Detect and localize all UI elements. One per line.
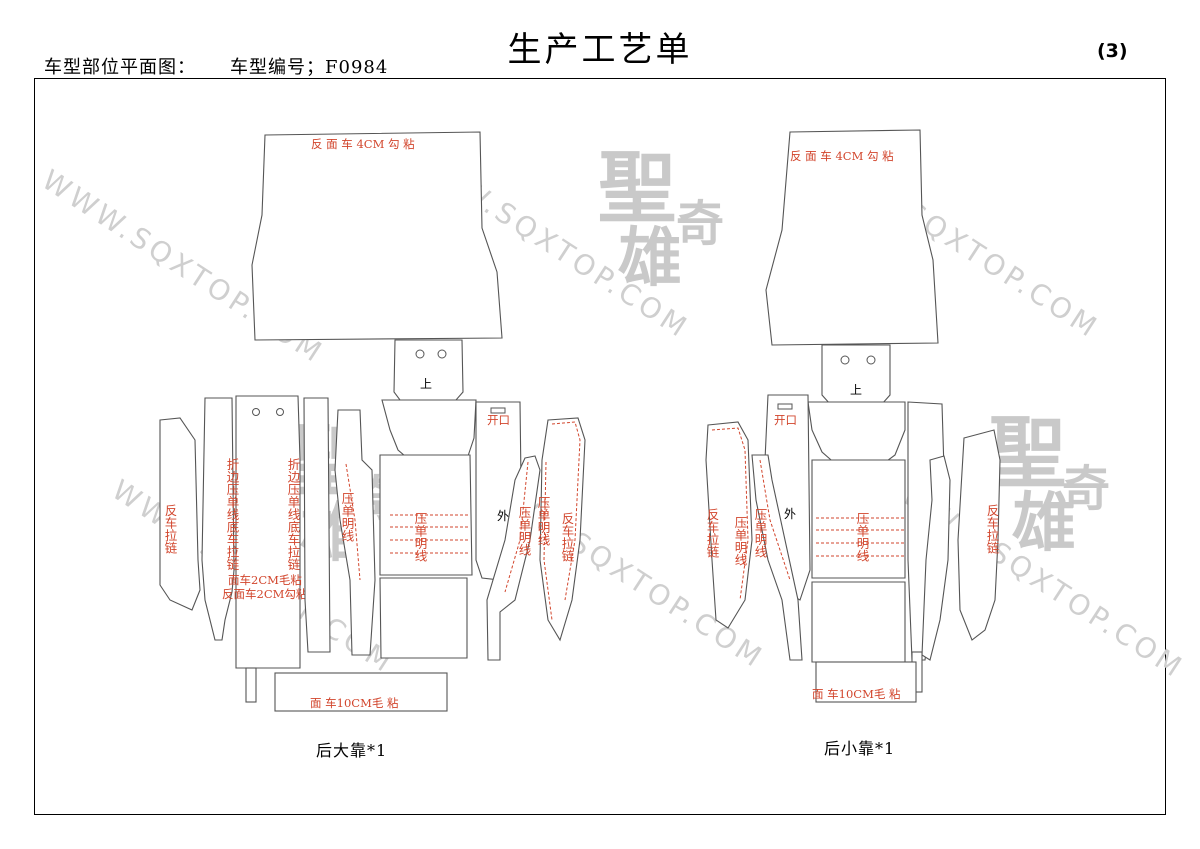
left-pattern: 反 面 车 4CM 勾 粘 上 压单明线 开口 外 压单明线 压单明线 反车拉链… xyxy=(159,131,586,712)
watermark-char: 雄 xyxy=(618,221,682,296)
stitch-line xyxy=(345,463,361,581)
strip-label-a: 面车2CM毛粘 xyxy=(228,573,302,587)
marker-out: 外 xyxy=(784,507,796,521)
top-panel xyxy=(765,129,939,346)
side-zipper-panel xyxy=(159,417,201,611)
opening-marker xyxy=(777,403,793,410)
center-lower-panel xyxy=(811,581,906,663)
right-pattern-caption: 后小靠*1 xyxy=(824,739,896,758)
page-title: 生产工艺单 xyxy=(507,30,693,70)
opening-label: 开口 xyxy=(774,413,797,427)
center-body-panel xyxy=(811,459,906,579)
press-strip xyxy=(334,409,376,656)
watermark-char: 聖 xyxy=(598,143,676,234)
left-pattern-caption: 后大靠*1 xyxy=(316,741,388,760)
section-label: 车型部位平面图： xyxy=(44,57,196,78)
press-label-center: 压单明线 xyxy=(855,512,870,562)
watermark-char: 雄 xyxy=(1012,486,1076,561)
bottom-strip-label: 面 车10CM毛 粘 xyxy=(812,687,901,701)
curved-strip xyxy=(486,455,541,661)
side-label-left: 反车拉链 xyxy=(163,504,178,555)
side-label-right: 反车拉链 xyxy=(985,504,1000,555)
hole-marker xyxy=(415,349,425,359)
opening-marker xyxy=(490,407,506,414)
center-upper-panel xyxy=(381,399,477,463)
curved-side-strip xyxy=(705,421,753,629)
bottom-strip xyxy=(815,661,917,703)
bottom-strip-label: 面 车10CM毛 粘 xyxy=(310,696,399,710)
press-label-center: 压单明线 xyxy=(413,512,428,562)
fold-label-right: 折边压单线底车拉链 xyxy=(286,457,301,571)
stitch-line xyxy=(504,461,529,593)
drawing-frame xyxy=(34,78,1166,815)
side-label-right: 反车拉链 xyxy=(560,512,575,563)
stitch-line xyxy=(543,461,553,621)
stitch-line xyxy=(551,421,581,601)
press-strip xyxy=(921,455,951,661)
right-pattern: 反 面 车 4CM 勾 粘 上 压单明线 开口 外 反车拉链 压单明线 压单明线… xyxy=(705,129,1001,703)
press-label-mid: 压单明线 xyxy=(753,508,768,558)
press-label-left: 压单明线 xyxy=(733,516,748,566)
hole-marker xyxy=(866,355,876,365)
section-subtitle: 车型部位平面图： 车型编号；F0984 xyxy=(44,53,388,79)
marker-up: 上 xyxy=(850,383,862,397)
bottom-strip xyxy=(274,672,448,712)
hole-marker xyxy=(437,349,447,359)
small-tab xyxy=(245,667,257,703)
hole-marker xyxy=(252,408,260,416)
top-panel-label: 反 面 车 4CM 勾 粘 xyxy=(790,149,894,163)
curved-strip xyxy=(751,454,803,661)
watermark-char: 聖 xyxy=(988,408,1066,499)
watermark-char: 奇 xyxy=(676,196,724,252)
page-number: (3) xyxy=(1097,40,1128,62)
headrest-tab xyxy=(393,339,464,401)
marker-out: 外 xyxy=(497,509,509,523)
center-lower-panel xyxy=(379,577,468,659)
press-label-left: 压单明线 xyxy=(340,492,355,542)
side-label-left: 反车拉链 xyxy=(705,508,720,559)
curved-side-strip xyxy=(539,417,586,642)
fold-panel-left xyxy=(201,397,235,641)
top-panel-label: 反 面 车 4CM 勾 粘 xyxy=(311,137,415,151)
hole-marker xyxy=(276,408,284,416)
model-number: 车型编号；F0984 xyxy=(230,57,389,78)
press-label-right-a: 压单明线 xyxy=(517,506,532,556)
fold-panel-right xyxy=(235,395,301,669)
marker-up: 上 xyxy=(420,377,432,391)
watermark-char: 奇 xyxy=(1062,461,1110,517)
opening-label: 开口 xyxy=(487,413,510,427)
narrow-strip xyxy=(303,397,331,653)
center-upper-panel xyxy=(807,401,906,467)
fold-label-left: 折边压单线底车拉链 xyxy=(225,457,240,571)
top-panel xyxy=(251,131,503,341)
strip-label-b: 反面车2CM勾粘 xyxy=(222,587,308,601)
side-zipper-panel xyxy=(957,429,1001,641)
stitch-line xyxy=(711,427,749,601)
press-label-right-b: 压单明线 xyxy=(536,496,551,546)
stitch-line xyxy=(759,459,791,581)
hole-marker xyxy=(840,355,850,365)
